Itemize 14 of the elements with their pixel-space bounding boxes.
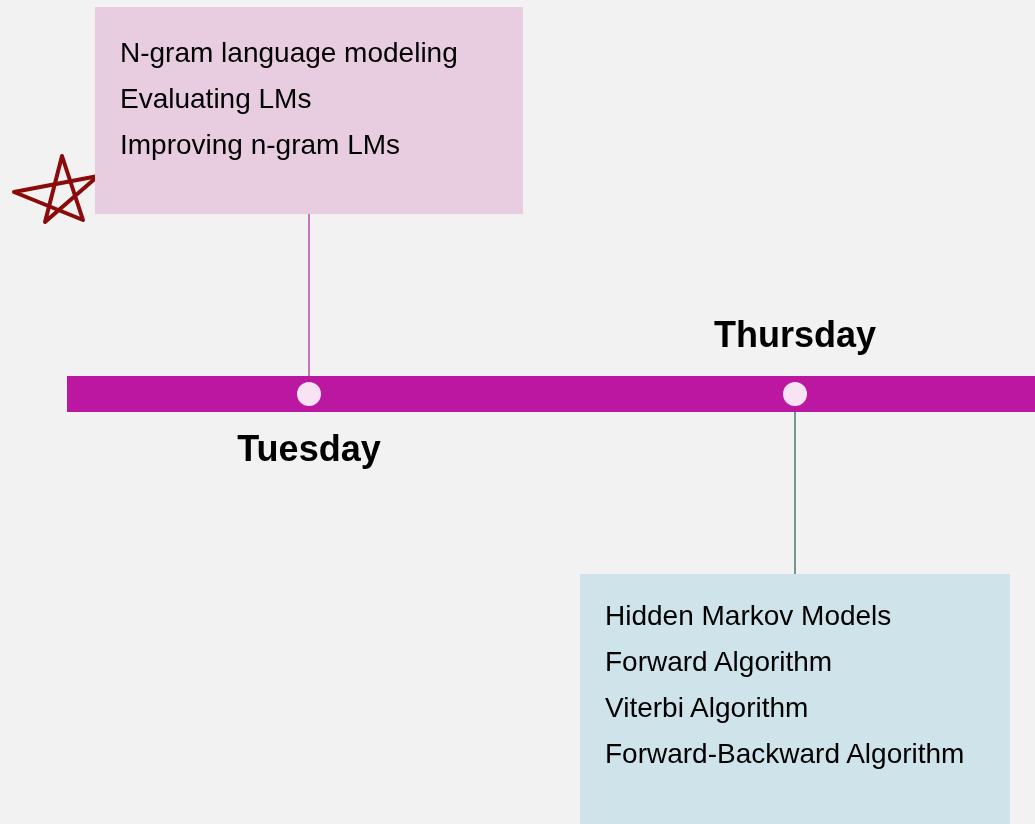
topic-text: N-gram language modeling bbox=[120, 37, 459, 68]
day-label: Tuesday bbox=[237, 428, 381, 470]
topic-text: Evaluating LMs bbox=[120, 83, 313, 114]
topic-box bbox=[95, 7, 523, 214]
timeline-bar bbox=[67, 376, 1035, 412]
topic-text: Hidden Markov Models bbox=[605, 600, 893, 631]
topic-box bbox=[580, 574, 1010, 824]
timeline-dot bbox=[297, 382, 321, 406]
topic-text: Improving n-gram LMs bbox=[120, 129, 402, 160]
topic-text: Forward Algorithm bbox=[605, 646, 834, 677]
topic-text: Forward-Backward Algorithm bbox=[605, 738, 966, 769]
timeline-dot bbox=[783, 382, 807, 406]
topic-text: Viterbi Algorithm bbox=[605, 692, 810, 723]
day-label: Thursday bbox=[714, 314, 876, 356]
